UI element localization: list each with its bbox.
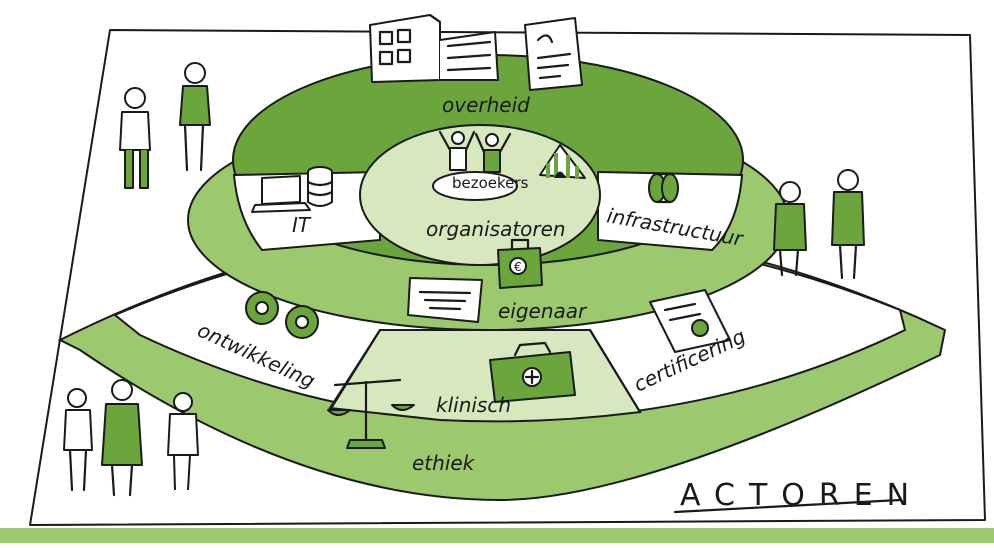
money-case-icon: € <box>497 238 543 289</box>
ground-strip <box>0 528 994 543</box>
divider-left <box>328 328 382 412</box>
server-icon <box>306 166 334 207</box>
label-organisatoren: organisatoren <box>426 217 566 241</box>
divider-right <box>588 328 642 414</box>
label-overheid: overheid <box>442 93 530 117</box>
document-icon <box>524 17 583 91</box>
label-ethiek: ethiek <box>412 451 476 475</box>
floorplan-icon <box>407 277 483 323</box>
people-top-left-icon <box>119 62 211 189</box>
label-it: IT <box>292 213 312 237</box>
people-cheering-icon <box>432 130 518 201</box>
tent-icon <box>539 144 586 179</box>
people-bottom-left-icon <box>63 379 199 497</box>
label-eigenaar: eigenaar <box>498 299 588 323</box>
people-right-icon <box>773 169 865 280</box>
certificate-icon <box>649 289 731 353</box>
gear-icon <box>245 291 319 339</box>
diagram-title: ACTOREN <box>680 478 923 513</box>
laptop-icon <box>251 175 311 213</box>
medical-kit-icon <box>489 341 576 403</box>
cable-reel-icon <box>648 172 679 204</box>
infrastructuur-segment <box>597 170 744 252</box>
label-bezoekers: bezoekers <box>452 174 529 192</box>
title-underline <box>673 498 902 514</box>
svg-text:€: € <box>514 260 522 274</box>
building-icon <box>369 13 499 83</box>
scales-icon <box>327 378 415 449</box>
label-klinisch: klinisch <box>436 393 511 417</box>
